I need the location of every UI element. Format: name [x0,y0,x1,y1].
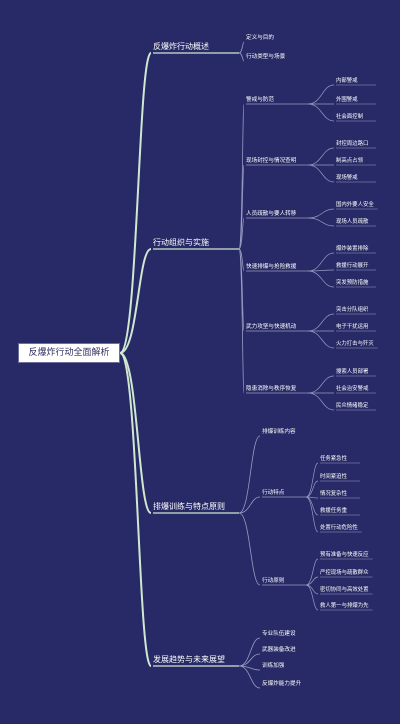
leaf-node[interactable]: 社会治安警戒 [336,386,369,392]
leaf-connector [305,558,319,586]
sub-connector [238,512,261,586]
leaf-node[interactable]: 救援任务重 [320,508,347,514]
sub-node[interactable]: 定义与目的 [246,35,274,41]
leaf-connector [305,462,319,498]
leaf-node[interactable]: 社会面控制 [336,114,363,120]
sub-connector [238,653,261,667]
sub-node[interactable]: 快速排爆与抢险救援 [246,264,297,270]
sub-connector [238,41,245,54]
leaf-node[interactable]: 任务紧急性 [320,456,347,462]
leaf-connector [307,330,335,349]
sub-node[interactable]: 行动原则 [262,578,285,584]
sub-connector [238,164,245,250]
leaf-connector [307,313,335,332]
sub-connector [238,248,245,394]
leaf-node[interactable]: 严控现场与疏散群众 [320,570,369,576]
leaf-node[interactable]: 突发预防措施 [336,280,369,286]
leaf-connector [305,584,319,595]
sub-node[interactable]: 训练加强 [262,663,285,669]
leaf-connector [307,164,335,183]
sub-node[interactable]: 人员疏散与要人转移 [246,211,297,217]
leaf-node[interactable]: 救援行动展开 [336,263,369,269]
sub-node[interactable]: 反爆炸能力提升 [262,681,302,687]
sub-connector [238,665,261,689]
leaf-node[interactable]: 内部警戒 [336,78,358,84]
sub-node[interactable]: 武力攻坚与快速机动 [246,324,297,330]
branch-connector [119,352,152,667]
branch-connector [119,248,152,354]
root-node[interactable]: 反爆炸行动全面解析 [18,343,120,363]
leaf-connector [305,584,319,611]
leaf-node[interactable]: 电子干扰运用 [336,324,369,330]
sub-node[interactable]: 现场封控与情况查明 [246,158,297,164]
leaf-connector [307,270,335,288]
leaf-node[interactable]: 国内外要人安全 [336,202,374,208]
leaf-connector [307,392,335,411]
leaf-node[interactable]: 处置行动危险性 [320,525,358,531]
sub-node[interactable]: 行动特点 [262,490,285,496]
sub-connector [238,435,261,514]
leaf-connector [307,103,335,122]
leaf-connector [307,208,335,219]
leaf-connector [305,496,319,533]
leaf-connector [307,217,335,227]
sub-node[interactable]: 专业队伍建设 [262,631,296,637]
leaf-node[interactable]: 突击分队组织 [336,307,369,313]
leaf-node[interactable]: 制高点占领 [336,158,363,164]
sub-node[interactable]: 排爆训练内容 [262,429,296,435]
leaf-connector [305,576,319,586]
sub-connector [238,248,245,332]
leaf-connector [307,147,335,166]
leaf-node[interactable]: 预有准备与快速反应 [320,552,369,558]
leaf-connector [305,480,319,498]
sub-node[interactable]: 隐患消除与秩序恢复 [246,386,297,392]
branch-connector [119,52,152,354]
leaf-node[interactable]: 情况复杂性 [320,491,347,497]
branch-node[interactable]: 行动组织与实施 [153,238,209,247]
leaf-node[interactable]: 时间紧迫性 [320,474,347,480]
leaf-connector [307,375,335,394]
leaf-connector [307,84,335,105]
sub-connector [238,52,245,62]
sub-node[interactable]: 行动类型与场景 [246,54,286,60]
leaf-node[interactable]: 搜索人员部署 [336,369,369,375]
branch-connector [119,352,152,514]
sub-connector [238,496,261,514]
sub-connector [238,217,245,250]
leaf-node[interactable]: 封控周边路口 [336,141,369,147]
branch-node[interactable]: 排爆训练与特点原则 [153,502,225,511]
leaf-connector [307,252,335,272]
leaf-node[interactable]: 外围警戒 [336,97,358,103]
branch-node[interactable]: 反爆炸行动概述 [153,42,209,51]
sub-connector [238,637,261,667]
sub-node[interactable]: 武器装备改进 [262,647,296,653]
sub-connector [238,248,245,272]
leaf-node[interactable]: 爆炸装置排除 [336,246,369,252]
leaf-node[interactable]: 现场警戒 [336,175,358,181]
sub-node[interactable]: 警戒与防范 [246,97,274,103]
leaf-node[interactable]: 火力打击与歼灭 [336,341,374,347]
leaf-node[interactable]: 现场人员疏散 [336,219,369,225]
leaf-node[interactable]: 民众情绪稳定 [336,403,369,409]
branch-node[interactable]: 发展趋势与未来展望 [153,655,225,664]
leaf-node[interactable]: 救人第一与排爆为先 [320,603,369,609]
leaf-node[interactable]: 密切协同与高效处置 [320,587,369,593]
